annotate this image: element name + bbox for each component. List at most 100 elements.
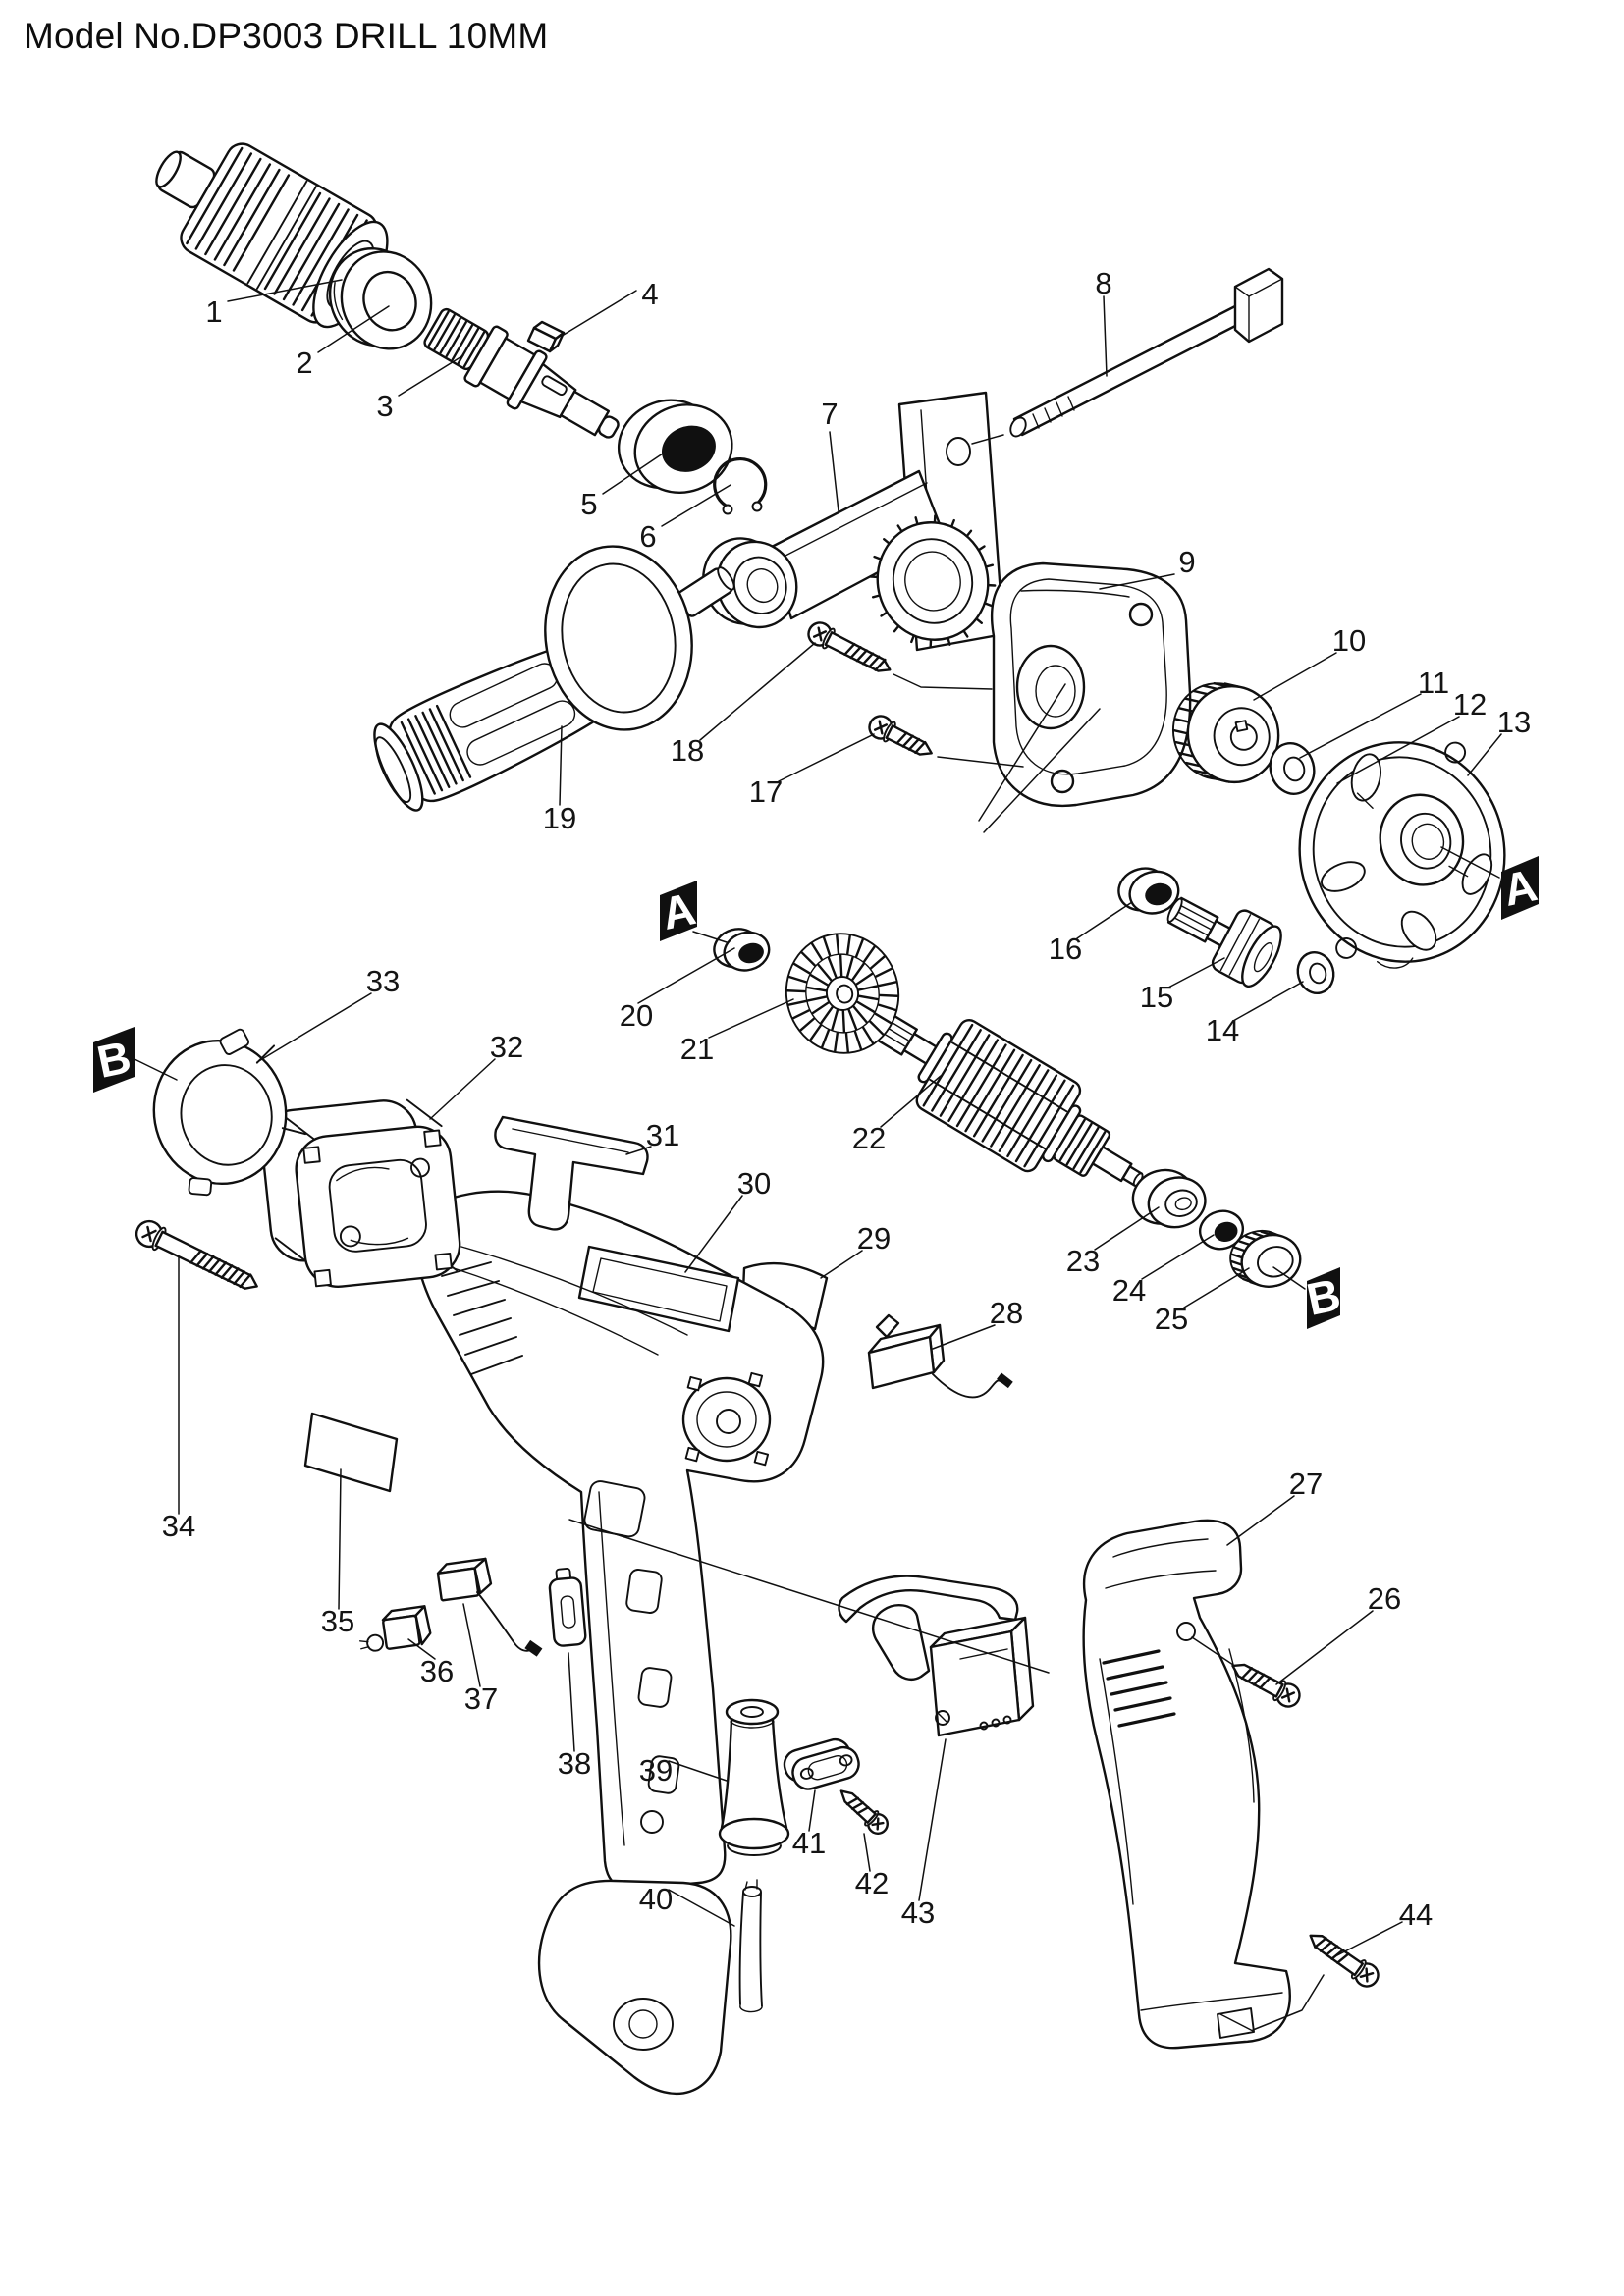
leader-38: [568, 1652, 575, 1752]
part-7-housing-tube: [702, 391, 1005, 652]
leader-23: [1094, 1206, 1160, 1251]
leader-28: [932, 1324, 996, 1350]
part-18-screw: [807, 621, 892, 672]
part-21-fan: [785, 933, 900, 1054]
leader-43: [918, 1738, 947, 1901]
leader-32: [429, 1058, 496, 1120]
part-10-gear: [1171, 681, 1280, 784]
part-16-bearing: [1117, 867, 1180, 915]
part-33-baffle: [152, 1028, 307, 1197]
leader-4: [563, 290, 637, 336]
part-label-9: 9: [1178, 545, 1195, 579]
part-27-handle-cover: [1082, 1519, 1291, 2050]
part-label-37: 37: [464, 1682, 498, 1716]
part-label-36: 36: [420, 1654, 454, 1688]
part-label-42: 42: [855, 1866, 889, 1900]
part-label-2: 2: [296, 346, 312, 380]
leader-14: [1232, 981, 1304, 1022]
part-35-name-plate: [303, 1412, 399, 1493]
part-25-ring-gear: [1229, 1230, 1302, 1288]
leader-10: [1253, 652, 1337, 701]
part-8-bolt: [1009, 267, 1284, 438]
leader-44: [1336, 1921, 1403, 1956]
part-label-43: 43: [901, 1896, 935, 1930]
leader-33: [256, 992, 372, 1063]
leader-24: [1141, 1234, 1215, 1280]
part-24-ring: [1198, 1209, 1245, 1251]
section-marker-b-left: B: [92, 1027, 135, 1093]
part-13-retainer-plate: [1298, 741, 1506, 969]
leader-marker-b-left: [134, 1058, 178, 1081]
part-label-21: 21: [680, 1032, 714, 1066]
part-label-5: 5: [580, 487, 597, 521]
leader-40: [668, 1889, 735, 1927]
part-label-33: 33: [366, 964, 400, 998]
part-43-switch: [838, 1575, 1035, 1737]
leader-30: [684, 1195, 743, 1273]
part-label-24: 24: [1112, 1273, 1146, 1308]
part-label-26: 26: [1368, 1581, 1401, 1616]
part-label-39: 39: [639, 1753, 673, 1788]
part-label-6: 6: [639, 519, 656, 554]
part-label-40: 40: [639, 1882, 673, 1916]
leader-39: [668, 1760, 728, 1782]
part-40-cord: [738, 1879, 763, 2013]
leader-8: [1103, 295, 1108, 377]
part-3-spindle: [423, 307, 620, 439]
assembly-lines: [568, 434, 1325, 2031]
part-label-14: 14: [1206, 1013, 1239, 1047]
part-label-23: 23: [1066, 1244, 1100, 1278]
part-label-22: 22: [852, 1121, 886, 1155]
leader-19: [559, 725, 563, 806]
part-label-44: 44: [1399, 1897, 1433, 1932]
part-44-screw: [1309, 1934, 1380, 1988]
part-39-boot: [718, 1698, 790, 1856]
leader-16: [1076, 901, 1133, 939]
leader-41: [808, 1789, 816, 1832]
part-20-bearing: [713, 928, 771, 972]
leader-13: [1467, 733, 1502, 776]
leader-11: [1299, 693, 1422, 759]
leader-9: [1099, 573, 1175, 590]
part-38-holder-cap: [548, 1568, 587, 1647]
part-14-washer: [1296, 950, 1335, 995]
leader-42: [863, 1833, 871, 1872]
leader-21: [708, 998, 794, 1039]
part-label-18: 18: [671, 733, 704, 768]
part-28-capacitor: [867, 1313, 1013, 1399]
part-5-rubber-ring: [617, 399, 733, 494]
part-9-gear-housing: [990, 561, 1192, 808]
part-label-41: 41: [792, 1826, 826, 1860]
leader-25: [1183, 1267, 1250, 1308]
part-label-8: 8: [1095, 266, 1111, 300]
part-label-17: 17: [749, 774, 783, 809]
section-marker-a-left: A: [657, 881, 700, 941]
part-label-15: 15: [1140, 980, 1173, 1014]
part-label-13: 13: [1497, 705, 1531, 739]
page-title: Model No.DP3003 DRILL 10MM: [24, 16, 549, 56]
leader-18: [699, 642, 816, 741]
leader-lines: [134, 279, 1502, 1956]
leader-3: [398, 354, 464, 397]
part-41-cord-clamp: [783, 1737, 860, 1790]
part-4-key: [526, 320, 566, 353]
part-label-12: 12: [1453, 687, 1487, 721]
leader-36: [407, 1638, 436, 1660]
leader-31: [625, 1146, 652, 1155]
section-marker-b-right: B: [1302, 1267, 1345, 1329]
part-37-carbon-brush: [436, 1557, 543, 1657]
part-label-32: 32: [490, 1030, 523, 1064]
leader-22: [880, 1075, 942, 1128]
part-26-screw: [1231, 1663, 1301, 1708]
leader-2: [317, 305, 390, 353]
part-label-20: 20: [620, 998, 653, 1033]
part-2-ring: [328, 247, 433, 350]
part-32-stator: [260, 1098, 461, 1288]
leader-6: [661, 484, 731, 527]
leader-7: [829, 431, 839, 512]
part-label-35: 35: [321, 1604, 354, 1638]
part-label-19: 19: [543, 801, 576, 835]
part-15-pinion: [1166, 896, 1282, 988]
leader-37: [462, 1603, 481, 1687]
